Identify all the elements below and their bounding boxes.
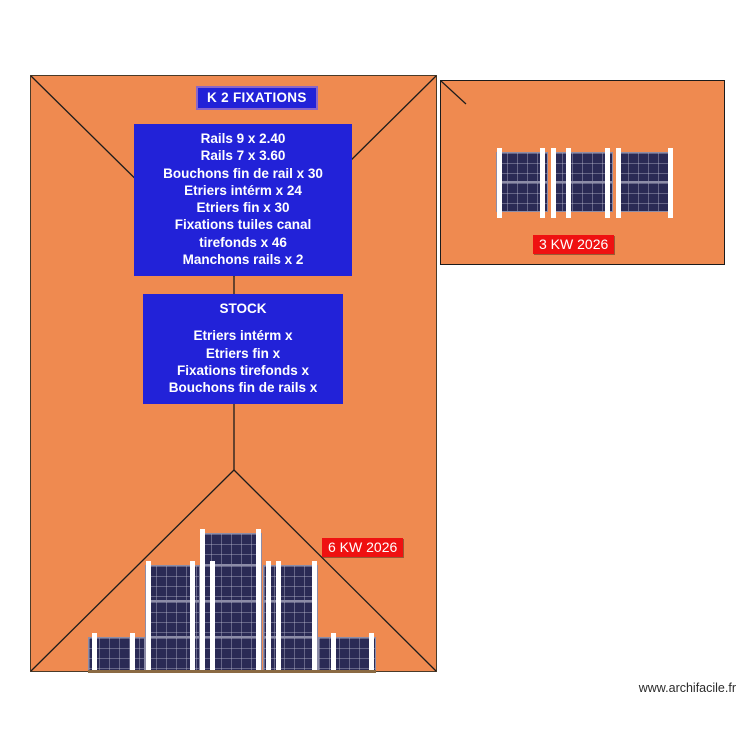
mounting-rail [130, 633, 135, 677]
mounting-rail [605, 148, 610, 218]
mounting-rail [146, 561, 151, 674]
stock-line: Etriers intérm x [193, 328, 293, 344]
mounting-rail [497, 148, 502, 218]
mounting-rail [312, 561, 317, 674]
solar-panel [263, 601, 318, 637]
solar-panel [551, 182, 613, 212]
mounting-rail [668, 148, 673, 218]
label-right-array: 3 KW 2026 [533, 235, 615, 254]
mounting-rail [210, 561, 215, 674]
stock-info-box: STOCK Etriers intérm x Etriers fin x Fix… [143, 294, 343, 405]
label-left-array: 6 KW 2026 [322, 538, 404, 557]
fixations-line: Bouchons fin de rail x 30 [163, 165, 323, 181]
footer-watermark: www.archifacile.fr [638, 681, 736, 695]
fixations-line: Fixations tuiles canal [174, 217, 312, 233]
mounting-rail [200, 529, 205, 674]
mounting-rail [190, 561, 195, 674]
fixations-line: Rails 9 x 2.40 [200, 131, 286, 146]
stock-line: Fixations tirefonds x [176, 362, 310, 378]
fixations-info-box: Rails 9 x 2.40 Rails 7 x 3.60 Bouchons f… [134, 124, 352, 277]
fixations-line: Etriers fin x 30 [196, 200, 290, 216]
mounting-rail [540, 148, 545, 218]
title-k2-fixations: K 2 FIXATIONS [196, 86, 318, 110]
fixations-line: Etriers intérm x 24 [184, 182, 302, 198]
solar-panel [496, 182, 548, 212]
mounting-rail [256, 529, 261, 674]
mounting-rail [616, 148, 621, 218]
mounting-rail [276, 561, 281, 674]
solar-panel [263, 637, 318, 672]
solar-panel [617, 152, 673, 182]
fixations-line: Manchons rails x 2 [182, 251, 304, 267]
fixations-line: tirefonds x 46 [199, 234, 287, 250]
mounting-rail [566, 148, 571, 218]
solar-panel [318, 637, 376, 672]
array-base-line [88, 670, 376, 673]
mounting-rail [266, 561, 271, 674]
solar-panel [617, 182, 673, 212]
mounting-rail [369, 633, 374, 677]
solar-panel [263, 565, 318, 601]
fixations-line: Rails 7 x 3.60 [200, 148, 286, 164]
mounting-rail [92, 633, 97, 677]
solar-panel [551, 152, 613, 182]
stock-header: STOCK [219, 301, 267, 316]
mounting-rail [551, 148, 556, 218]
solar-panel [496, 152, 548, 182]
stock-line: Bouchons fin de rails x [168, 380, 318, 396]
mounting-rail [331, 633, 336, 677]
stock-line: Etriers fin x [205, 345, 281, 361]
